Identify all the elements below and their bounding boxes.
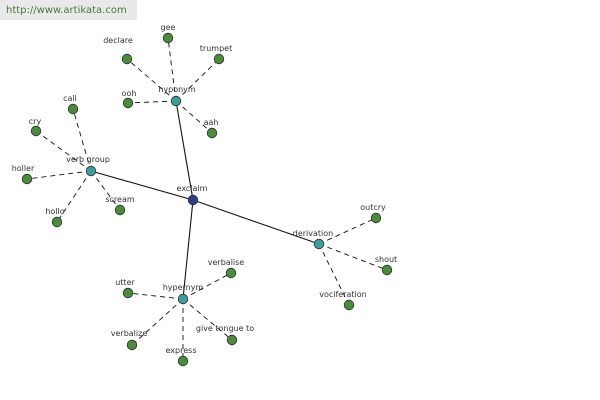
node-verbalise[interactable] (225, 267, 237, 279)
label-utter: utter (115, 278, 135, 287)
node-gee[interactable] (162, 32, 174, 44)
label-ooh: ooh (122, 89, 137, 98)
node-utter[interactable] (122, 287, 134, 299)
label-express: express (166, 346, 197, 355)
node-hypernym[interactable] (177, 293, 189, 305)
edge-hypernym-to-utter (127, 292, 184, 300)
graph-nodes (21, 32, 393, 367)
node-verbalize[interactable] (126, 339, 138, 351)
label-cry: cry (29, 117, 42, 126)
node-give-tongue-to[interactable] (226, 334, 238, 346)
node-vociferation[interactable] (343, 299, 355, 311)
edge-verb-group-to-scream (90, 170, 121, 211)
label-declare: declare (103, 36, 133, 45)
label-verbalise: verbalise (208, 258, 245, 267)
edge-hypernym-to-verbalize (131, 298, 184, 346)
edge-derivation-to-shout (318, 243, 388, 271)
graph-edges (26, 37, 388, 361)
label-exclaim: exclaim (177, 184, 208, 193)
label-outcry: outcry (360, 203, 386, 212)
label-hyponym: hyponym (158, 85, 196, 94)
edge-exclaim-to-verb-group (90, 170, 194, 201)
node-call[interactable] (67, 103, 79, 115)
node-holler[interactable] (21, 173, 33, 185)
edge-hyponym-to-gee (167, 37, 177, 102)
node-outcry[interactable] (370, 212, 382, 224)
watermark-url[interactable]: http://www.artikata.com (0, 0, 137, 20)
node-express[interactable] (177, 355, 189, 367)
node-declare[interactable] (121, 53, 133, 65)
edge-derivation-to-outcry (318, 217, 377, 245)
edge-hyponym-to-ooh (127, 100, 177, 104)
edge-hyponym-to-aah (175, 100, 213, 134)
node-ooh[interactable] (122, 97, 134, 109)
edge-hyponym-to-trumpet (175, 58, 220, 102)
node-hollo[interactable] (51, 216, 63, 228)
node-shout[interactable] (381, 264, 393, 276)
label-verb-group: verb group (66, 155, 110, 164)
label-verbalize: verbalize (111, 329, 148, 338)
edge-hyponym-to-declare (126, 58, 177, 102)
node-cry[interactable] (30, 125, 42, 137)
edge-verb-group-to-cry (35, 130, 92, 172)
edge-exclaim-to-hyponym (175, 100, 194, 201)
label-aah: aah (204, 118, 219, 127)
label-call: call (63, 94, 77, 103)
edge-derivation-to-vociferation (318, 243, 350, 306)
label-vociferation: vociferation (319, 290, 367, 299)
node-trumpet[interactable] (213, 53, 225, 65)
edge-verb-group-to-holler (26, 170, 92, 180)
label-holler: holler (12, 164, 35, 173)
edge-verb-group-to-hollo (56, 170, 92, 223)
edge-hypernym-to-verbalise (182, 272, 232, 300)
label-hypernym: hypernym (163, 283, 204, 292)
node-scream[interactable] (114, 204, 126, 216)
node-verb-group[interactable] (85, 165, 97, 177)
label-hollo: hollo (45, 207, 64, 216)
edge-hypernym-to-give-tongue-to (182, 298, 233, 341)
label-give-tongue-to: give tongue to (196, 324, 254, 333)
label-trumpet: trumpet (200, 44, 232, 53)
graph-labels: exclaim hyponym declare gee trumpet ooh aah ver… (12, 23, 397, 355)
label-gee: gee (161, 23, 176, 32)
node-hyponym[interactable] (170, 95, 182, 107)
edge-verb-group-to-call (72, 108, 92, 172)
label-derivation: derivation (293, 229, 333, 238)
edge-exclaim-to-hypernym (182, 199, 194, 300)
node-derivation[interactable] (313, 238, 325, 250)
node-aah[interactable] (206, 127, 218, 139)
edge-exclaim-to-derivation (192, 199, 320, 245)
label-scream: scream (105, 195, 135, 204)
label-shout: shout (375, 255, 397, 264)
node-exclaim[interactable] (187, 194, 199, 206)
